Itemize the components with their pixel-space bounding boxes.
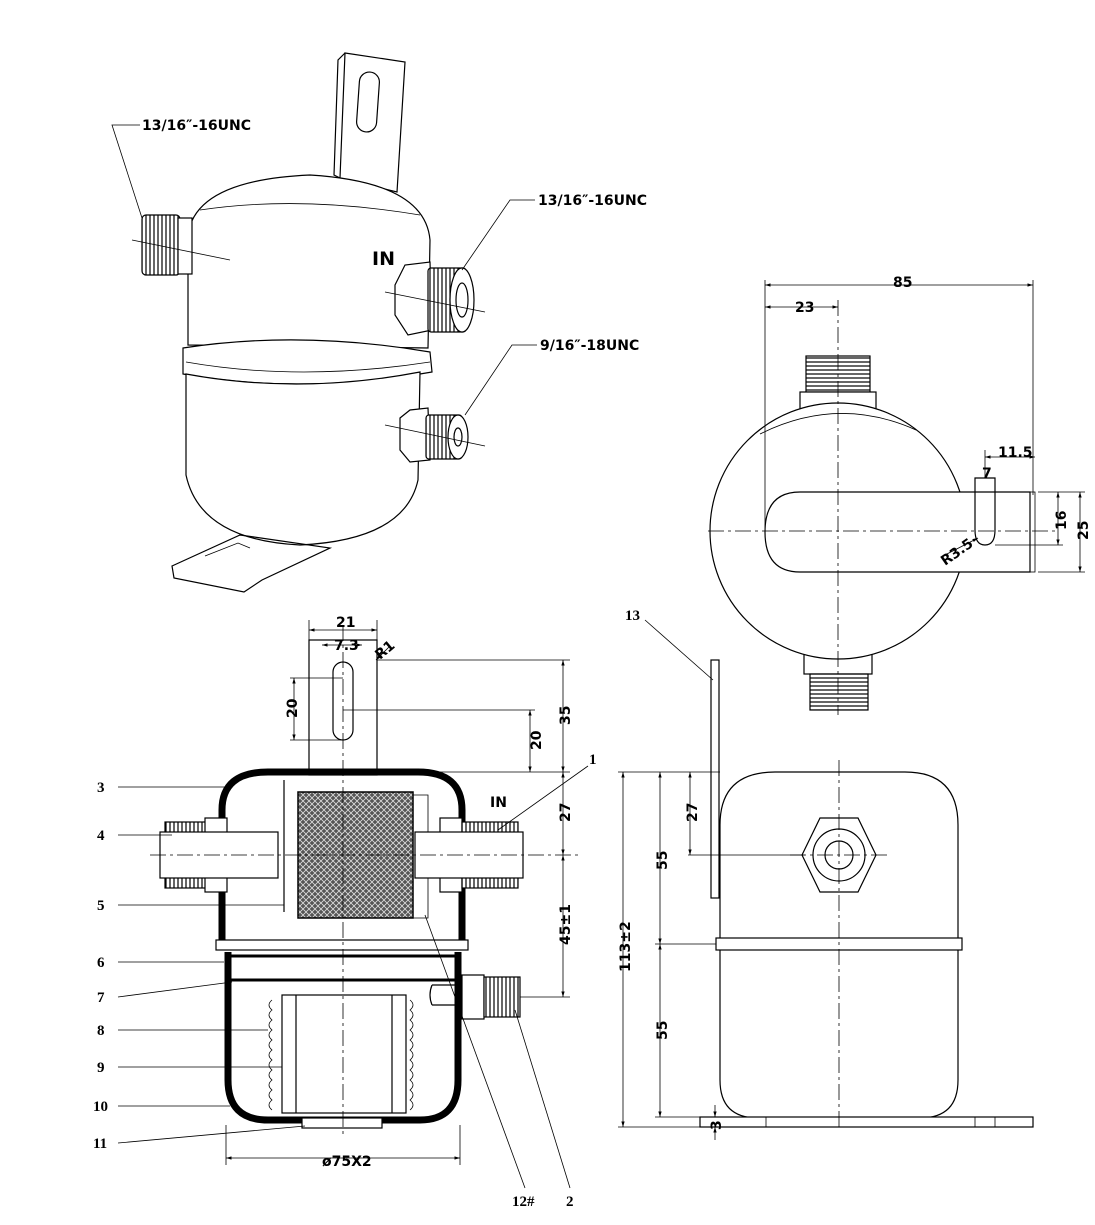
dim-11-5: 11.5 <box>998 445 1033 461</box>
dim-20-right: 20 <box>529 730 545 750</box>
side-view-dimensions: 113±2 55 55 27 3 13 <box>618 608 805 1140</box>
dim-27-side: 27 <box>685 803 701 822</box>
side-view-bracket-plate <box>710 659 720 899</box>
dim-7-3: 7.3 <box>334 638 359 654</box>
section-lower-shell <box>224 952 462 1129</box>
dim-23: 23 <box>795 300 814 316</box>
iso-inlet-fitting <box>384 261 486 336</box>
callout-10: 10 <box>93 1099 108 1115</box>
callout-2: 2 <box>566 1194 574 1210</box>
callout-4: 4 <box>97 828 105 844</box>
iso-upper-body <box>187 174 431 349</box>
callout-6: 6 <box>97 955 105 971</box>
dim-113: 113±2 <box>618 921 634 972</box>
callout-9: 9 <box>97 1060 105 1076</box>
thread-label-lower-right: 9/16″-18UNC <box>540 338 639 354</box>
section-desiccant-bag <box>268 994 414 1114</box>
section-view: 21 7.3 R1 20 20 35 27 45±1 ø75X2 I <box>93 615 597 1210</box>
isometric-view: 13/16″-16UNC 13/16″-16UNC 9/16″-18UNC IN <box>111 52 647 593</box>
callout-5: 5 <box>97 898 105 914</box>
callout-7: 7 <box>97 990 105 1006</box>
thread-label-top-right: 13/16″-16UNC <box>538 193 647 209</box>
iso-base-plate <box>171 534 333 593</box>
dim-45: 45±1 <box>558 904 574 945</box>
iso-lower-body <box>185 371 421 546</box>
side-view-base-plate <box>699 1116 1034 1128</box>
callout-8: 8 <box>97 1023 105 1039</box>
section-outlet-pipe <box>429 974 521 1020</box>
dim-25: 25 <box>1076 521 1092 540</box>
iso-mounting-bracket <box>333 52 406 193</box>
iso-left-fitting <box>131 214 231 276</box>
dim-20-left: 20 <box>285 698 301 718</box>
dim-diameter: ø75X2 <box>322 1154 372 1170</box>
thread-label-top-left: 13/16″-16UNC <box>142 118 251 134</box>
side-view: 113±2 55 55 27 3 13 <box>618 608 1034 1140</box>
top-view: 85 23 11.5 7 25 16 R3.5 <box>708 275 1092 715</box>
dim-16: 16 <box>1054 511 1070 530</box>
dim-7-top: 7 <box>982 466 992 482</box>
dim-85: 85 <box>893 275 912 291</box>
iso-outlet-fitting <box>384 407 486 463</box>
dim-21: 21 <box>336 615 355 631</box>
callout-11: 11 <box>93 1136 107 1152</box>
dim-55-upper: 55 <box>655 851 671 870</box>
section-dimensions: 21 7.3 R1 20 20 35 27 45±1 ø75X2 I <box>225 615 574 1170</box>
iso-thread-labels: 13/16″-16UNC 13/16″-16UNC 9/16″-18UNC IN <box>111 118 647 416</box>
callout-13: 13 <box>625 608 640 624</box>
iso-inlet-mark: IN <box>372 248 395 270</box>
callout-3: 3 <box>97 780 105 796</box>
top-view-bracket <box>764 477 1036 573</box>
dim-55-lower: 55 <box>655 1021 671 1040</box>
section-weld-flange <box>215 939 469 951</box>
dim-27-section: 27 <box>558 803 574 822</box>
callout-12: 12# <box>512 1194 535 1210</box>
section-inlet-mark: IN <box>490 795 507 811</box>
dim-35: 35 <box>558 706 574 725</box>
callout-1: 1 <box>589 752 597 768</box>
section-callouts: 3 4 5 6 7 8 9 10 11 1 12# 2 <box>93 752 597 1210</box>
dim-3: 3 <box>709 1120 725 1130</box>
